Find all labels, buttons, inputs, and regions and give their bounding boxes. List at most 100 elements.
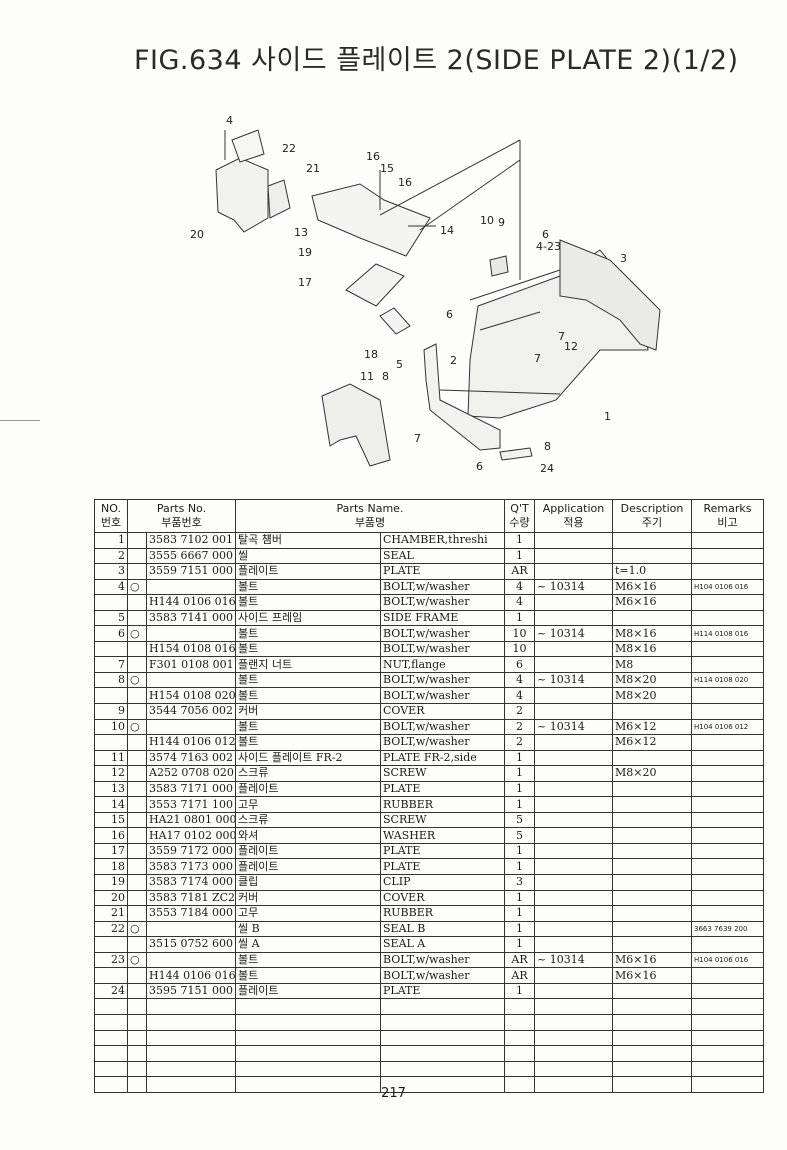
cell-no: 21 <box>94 905 128 922</box>
cell-no <box>94 1045 128 1062</box>
cell-en: BOLT,w/washer <box>380 967 505 984</box>
cell-desc <box>612 609 692 627</box>
cell-en: BOLT,w/washer <box>380 594 505 611</box>
cell-mark <box>127 1029 147 1047</box>
callout-label: 17 <box>298 276 312 289</box>
cell-rem <box>691 687 764 705</box>
cell-rem: H114 0108 016 <box>691 625 764 642</box>
cell-desc: M8×20 <box>612 687 692 705</box>
cell-mark <box>127 609 147 627</box>
cell-en: CLIP <box>380 874 505 891</box>
cell-kr: 커버 <box>235 703 381 720</box>
cell-part <box>146 998 236 1015</box>
cell-rem <box>691 640 764 658</box>
cell-en: SEAL B <box>380 920 505 938</box>
cell-no: 1 <box>94 532 128 549</box>
cell-app: ~ 10314 <box>534 951 613 969</box>
cell-part: 3553 7171 100 <box>146 796 236 813</box>
cell-part: 3583 7102 001 <box>146 532 236 549</box>
callout-label: 18 <box>364 348 378 361</box>
cell-mark <box>127 547 147 565</box>
cell-en: SEAL A <box>380 936 505 953</box>
cell-app <box>534 749 613 767</box>
cell-qty: 2 <box>504 718 535 736</box>
cell-app <box>534 780 613 798</box>
cell-no: 5 <box>94 609 128 627</box>
cell-part <box>146 718 236 736</box>
cell-en: COVER <box>380 889 505 907</box>
cell-qty: 1 <box>504 780 535 798</box>
cell-app <box>534 811 613 829</box>
cell-part: 3544 7056 002 <box>146 703 236 720</box>
callout-label: 9 <box>498 216 505 229</box>
cell-part: 3559 7172 000 <box>146 842 236 860</box>
cell-desc <box>612 1013 692 1031</box>
cell-rem <box>691 532 764 549</box>
callout-label: 3 <box>620 252 627 265</box>
margin-mark <box>0 420 40 421</box>
cell-qty: AR <box>504 951 535 969</box>
cell-app <box>534 734 613 751</box>
cell-no: 18 <box>94 858 128 876</box>
cell-en <box>380 1045 505 1062</box>
callout-label: 4-23 <box>536 240 561 253</box>
cell-rem <box>691 874 764 891</box>
callout-label: 12 <box>564 340 578 353</box>
callout-label: 15 <box>380 162 394 175</box>
cell-kr <box>235 1060 381 1078</box>
cell-mark <box>127 594 147 611</box>
cell-no: 15 <box>94 811 128 829</box>
cell-mark: ○ <box>127 920 147 938</box>
cell-mark <box>127 563 147 580</box>
cell-kr: 볼트 <box>235 594 381 611</box>
header-parts-name: Parts Name.부품명 <box>235 499 505 533</box>
plate-part-11 <box>321 383 391 467</box>
cell-qty: 4 <box>504 594 535 611</box>
cell-part <box>146 1029 236 1047</box>
cell-kr: 고무 <box>235 796 381 813</box>
cell-app: ~ 10314 <box>534 578 613 596</box>
callout-label: 19 <box>298 246 312 259</box>
callout-label: 4 <box>226 114 233 127</box>
cell-part: 3583 7173 000 <box>146 858 236 876</box>
cell-rem <box>691 1060 764 1078</box>
callout-label: 16 <box>398 176 412 189</box>
callout-label: 20 <box>190 228 204 241</box>
cell-part: H144 0106 016 <box>146 594 236 611</box>
side-plate-part-3 <box>559 239 661 351</box>
cell-desc <box>612 1045 692 1062</box>
cell-en: SCREW <box>380 811 505 829</box>
cell-rem <box>691 936 764 953</box>
callout-labels: 4 22 21 20 16 15 16 13 19 14 17 18 10 9 … <box>190 114 627 475</box>
cell-kr: 스크류 <box>235 765 381 782</box>
cell-desc <box>612 842 692 860</box>
cell-en: COVER <box>380 703 505 720</box>
cell-kr: 볼트 <box>235 625 381 642</box>
cell-mark <box>127 874 147 891</box>
cell-desc <box>612 703 692 720</box>
cell-rem <box>691 998 764 1015</box>
cell-part: 3559 7151 000 <box>146 563 236 580</box>
cell-mark <box>127 982 147 1000</box>
cell-en: RUBBER <box>380 905 505 922</box>
cell-en: WASHER <box>380 827 505 844</box>
cell-app <box>534 858 613 876</box>
cell-no: 20 <box>94 889 128 907</box>
cell-part: 3515 0752 600 <box>146 936 236 953</box>
callout-label: 7 <box>534 352 541 365</box>
cell-app <box>534 547 613 565</box>
cell-rem <box>691 1013 764 1031</box>
cell-no: 24 <box>94 982 128 1000</box>
